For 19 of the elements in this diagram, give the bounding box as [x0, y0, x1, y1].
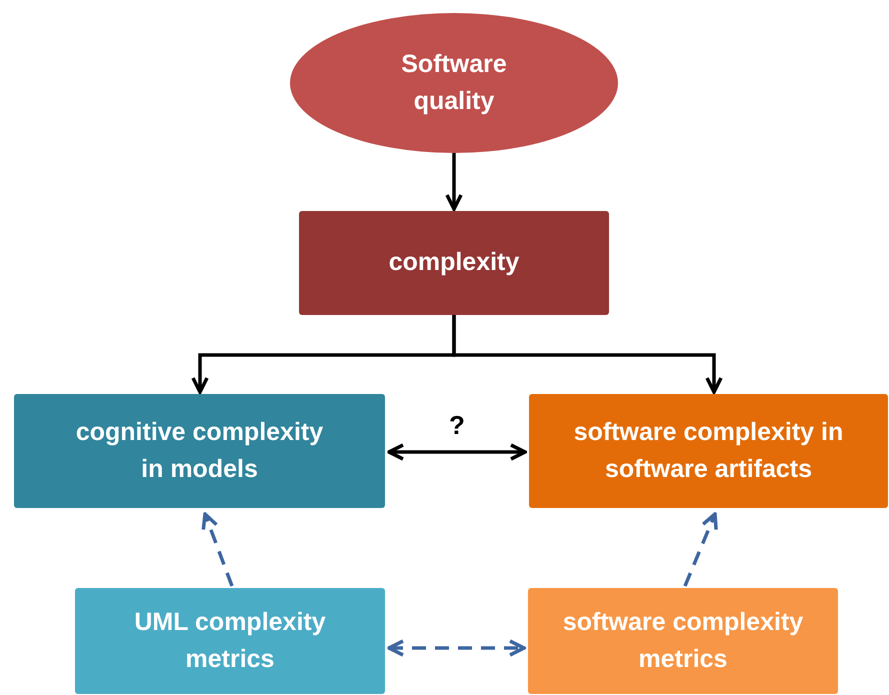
node-label: complexity — [388, 247, 520, 278]
node-label: UML complexity metrics — [133, 606, 327, 675]
process-box — [75, 588, 385, 694]
ellipse-node — [290, 13, 618, 153]
dashed-arrow — [202, 512, 234, 587]
node-label: cognitive complexity in models — [74, 416, 324, 485]
node-label: software complexity in software artifacts — [574, 416, 844, 485]
arrow — [445, 153, 463, 211]
process-box — [299, 211, 609, 315]
node-label: Software quality — [400, 48, 508, 117]
process-box — [528, 588, 838, 694]
edge-label: ? — [449, 410, 465, 441]
node-label: software complexity metrics — [562, 606, 804, 675]
arrow — [387, 443, 527, 461]
arrow — [452, 315, 723, 394]
dashed-arrow — [387, 639, 526, 657]
dashed-arrow — [683, 512, 718, 587]
process-box — [14, 394, 385, 508]
process-box — [529, 394, 888, 508]
